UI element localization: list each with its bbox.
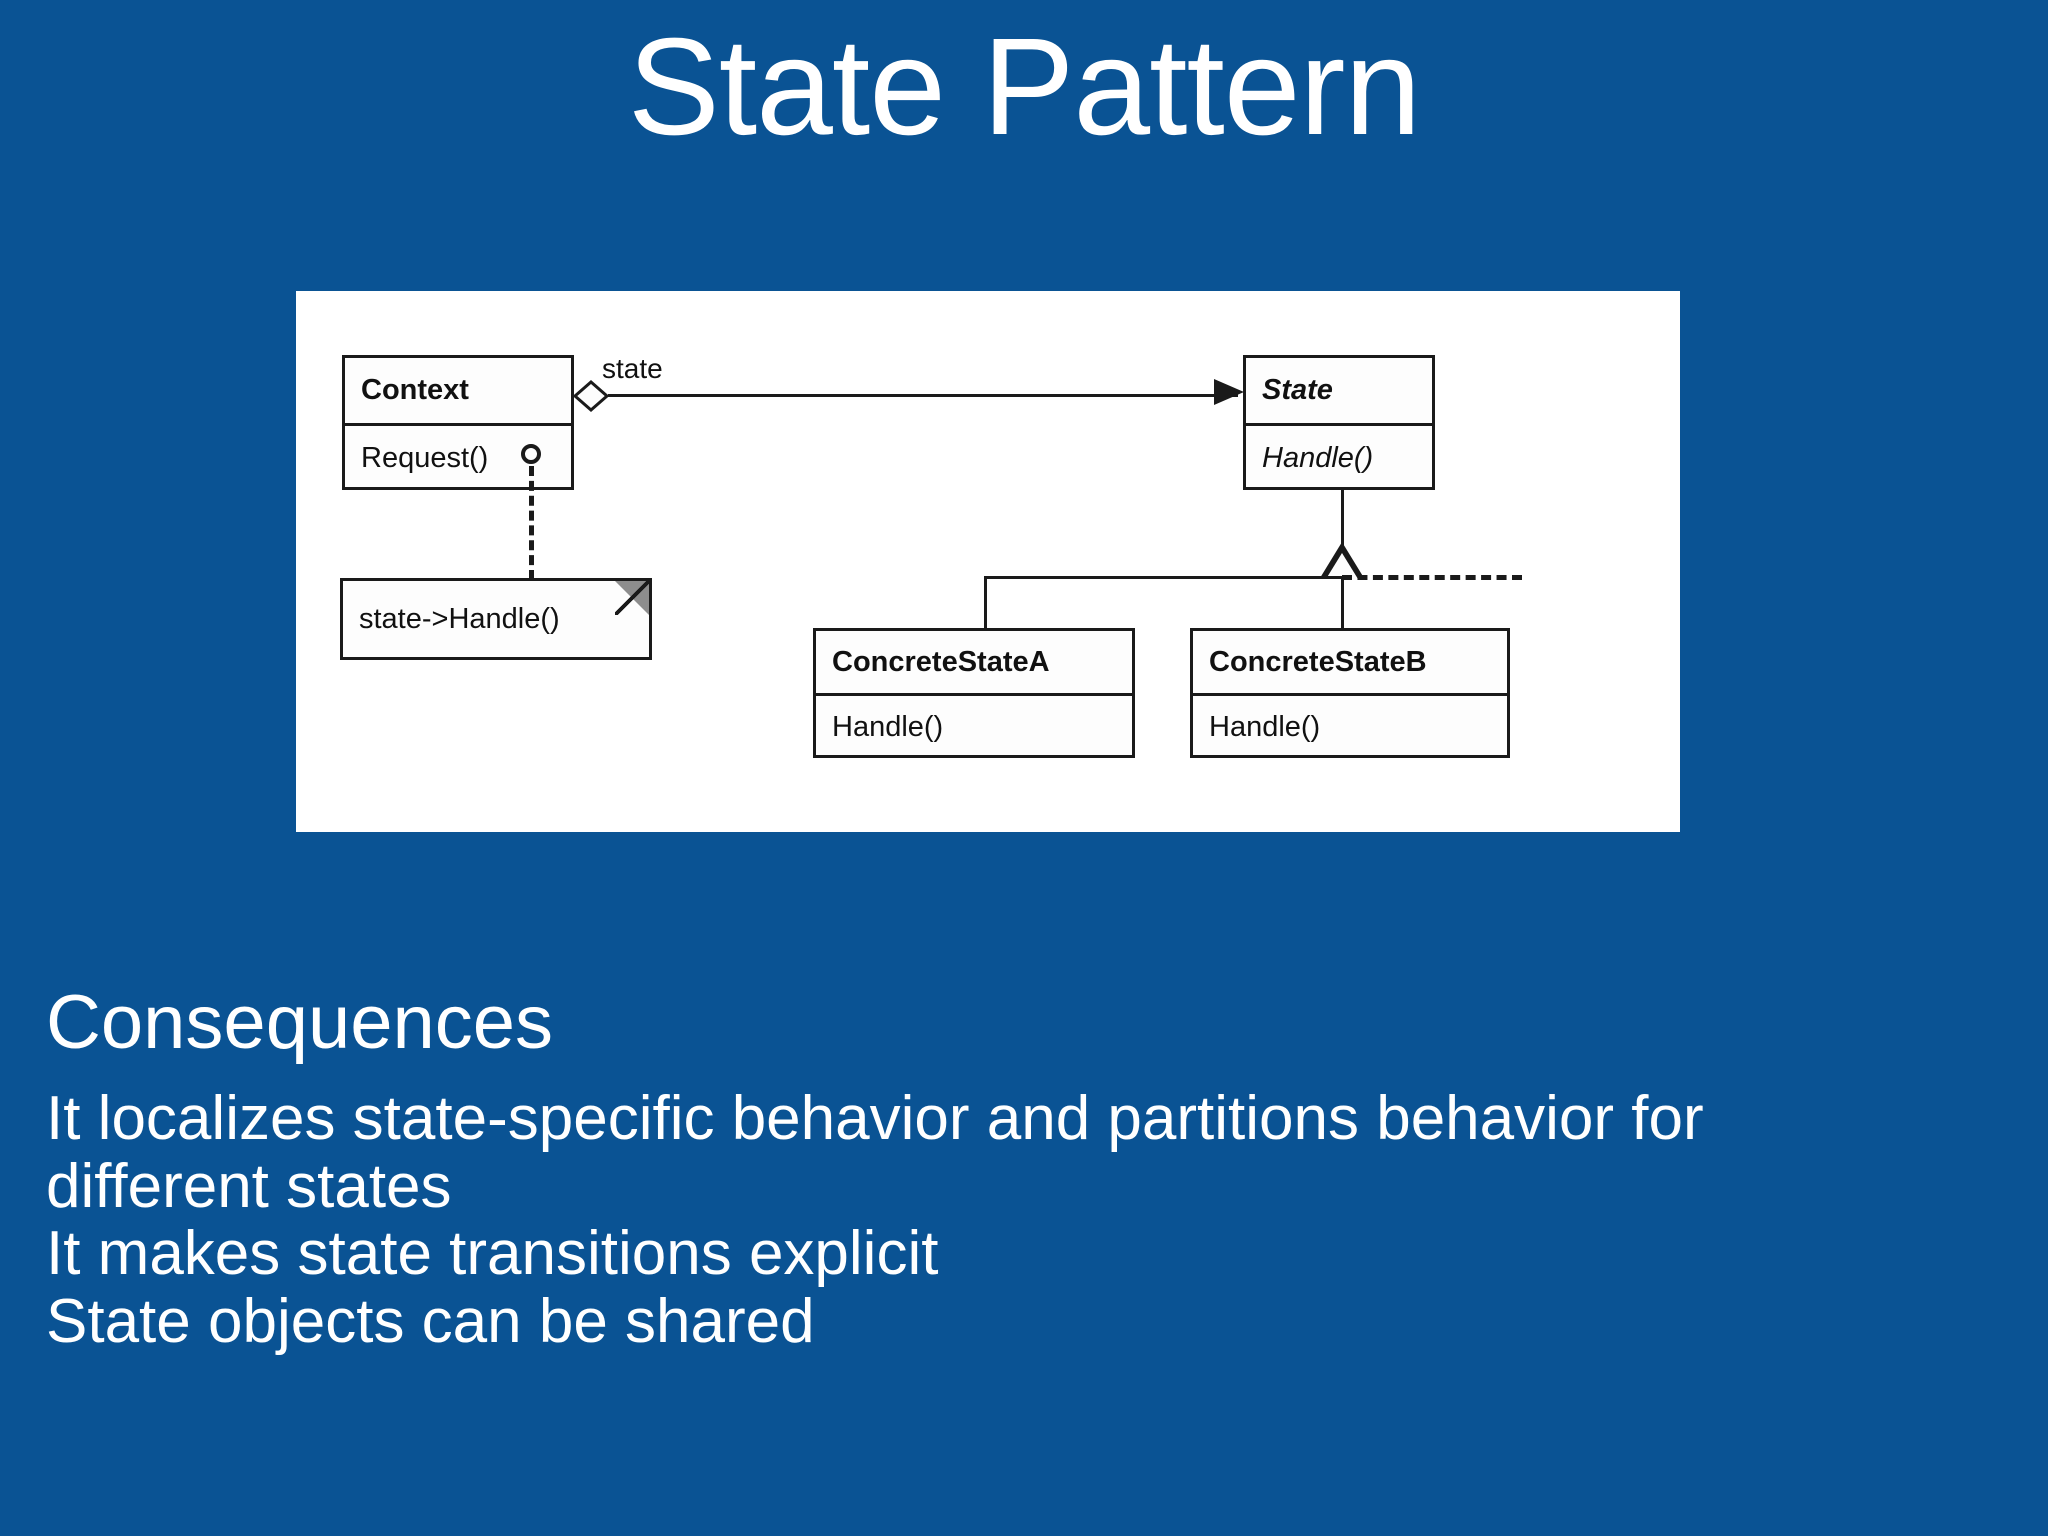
- generalization-drop-concrete-b: [1341, 576, 1344, 629]
- consequences-line-4: State objects can be shared: [46, 1286, 815, 1356]
- uml-class-name-concrete-state-a: ConcreteStateA: [816, 631, 1132, 696]
- uml-note-text: state->Handle(): [359, 602, 560, 635]
- uml-class-concrete-state-b: ConcreteStateB Handle(): [1190, 628, 1510, 758]
- consequences-heading: Consequences: [46, 980, 554, 1065]
- generalization-bar: [984, 576, 1342, 579]
- generalization-drop-concrete-a: [984, 576, 987, 629]
- association-arrowhead-icon: [1214, 379, 1244, 405]
- generalization-triangle-fill: [1326, 553, 1358, 579]
- consequences-line-2: different states: [46, 1151, 452, 1221]
- note-anchor-circle-icon: [521, 444, 541, 464]
- uml-operation-state-handle: Handle(): [1262, 441, 1374, 474]
- page-title: State Pattern: [627, 10, 1422, 164]
- uml-class-context: Context Request(): [342, 355, 574, 490]
- uml-canvas: Context Request() state state->Handle(): [296, 291, 1680, 832]
- association-role-label: state: [602, 353, 663, 384]
- uml-class-name-context: Context: [345, 358, 571, 426]
- note-dashed-connector: [529, 466, 534, 580]
- association-line: [608, 394, 1238, 397]
- uml-operation-concrete-state-b-handle: Handle(): [1209, 710, 1321, 743]
- consequences-line-3: It makes state transitions explicit: [46, 1219, 939, 1289]
- generalization-stem: [1341, 490, 1344, 546]
- uml-class-name-state: State: [1246, 358, 1432, 426]
- uml-note-body: state->Handle(): [340, 578, 652, 660]
- aggregation-diamond-icon: [574, 380, 608, 412]
- uml-operation-concrete-state-a-handle: Handle(): [832, 710, 944, 743]
- uml-operation-context-request: Request(): [361, 441, 489, 474]
- uml-class-concrete-state-a: ConcreteStateA Handle(): [813, 628, 1135, 758]
- generalization-bar-dashed-continuation: [1342, 575, 1522, 580]
- consequences-block: Consequences It localizes state-specific…: [46, 985, 2036, 1355]
- uml-class-name-concrete-state-b: ConcreteStateB: [1193, 631, 1507, 696]
- uml-note: state->Handle(): [340, 578, 652, 660]
- uml-diagram-panel: Context Request() state state->Handle(): [296, 291, 1680, 832]
- uml-class-state: State Handle(): [1243, 355, 1435, 490]
- consequences-line-1: It localizes state-specific behavior and…: [46, 1084, 1704, 1153]
